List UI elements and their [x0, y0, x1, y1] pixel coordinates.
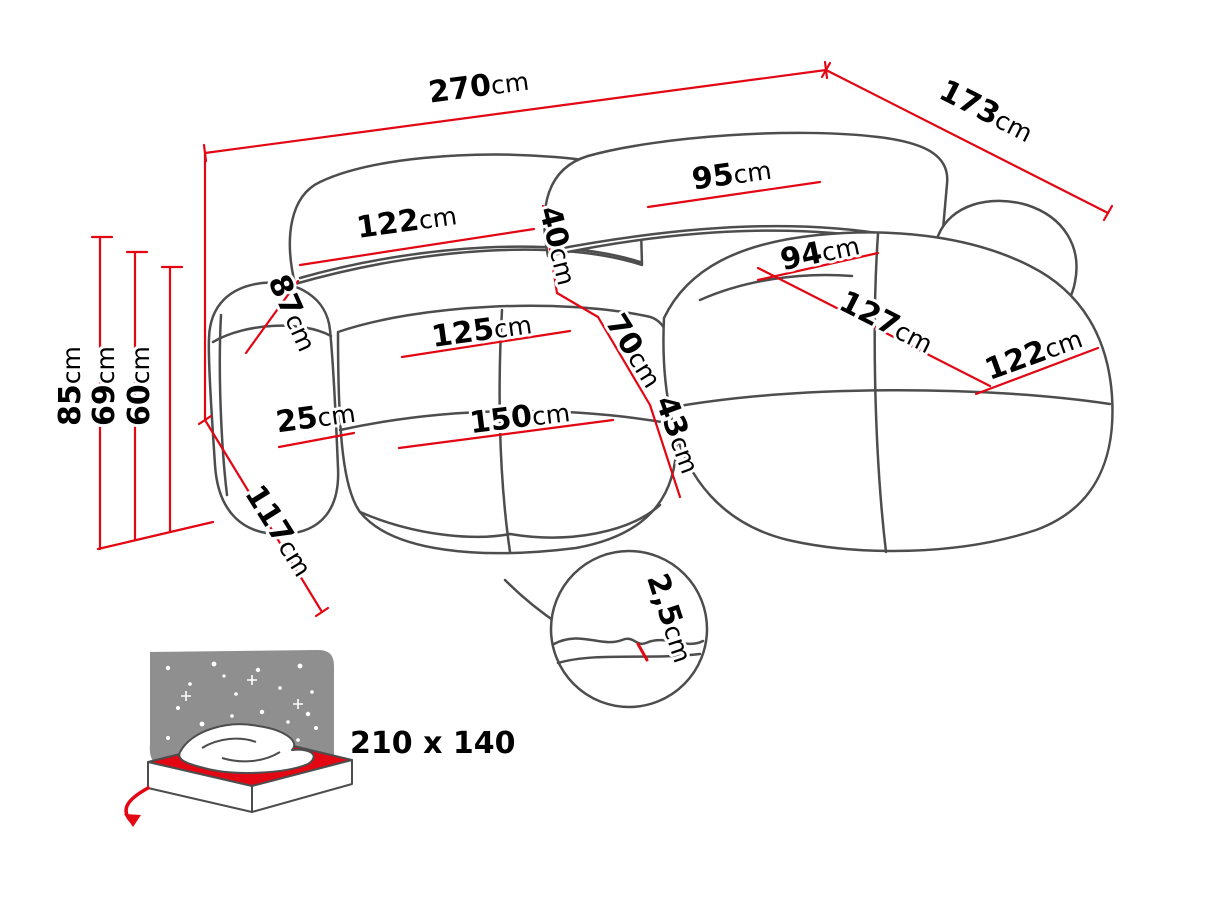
dim-line-side-depth [203, 418, 324, 614]
chaise-vertical-seam [873, 232, 888, 554]
dim-line-seat-depth [596, 315, 652, 407]
dim-label-backrest-height: 69cm [87, 346, 122, 426]
seat-front-bulge-right [508, 503, 662, 539]
dim-label-total-depth: 173cm [933, 73, 1039, 150]
dim-label-armrest-top-height: 60cm [122, 346, 157, 426]
star-sparkles [181, 675, 303, 709]
left-armrest-top-roll [211, 324, 333, 344]
left-armrest [207, 281, 340, 536]
blanket [178, 723, 315, 774]
sofa-drawing [207, 131, 1114, 709]
left-armrest-crease [218, 313, 229, 497]
blanket-fold-lines [201, 737, 281, 763]
seat-front-bulge-left [358, 510, 512, 539]
dim-line-seat-cushion-width [400, 329, 572, 359]
seat-middle-seam [498, 308, 512, 554]
dimension-lines [90, 60, 1114, 662]
dim-line-seat-front-width [397, 418, 615, 450]
floor-reference-line [96, 520, 215, 551]
bed-size-label: 210 x 140 [350, 726, 515, 761]
dim-line-armrest-width [277, 431, 356, 449]
unfold-arrow-icon [124, 786, 150, 827]
dim-line-corner-seat [756, 251, 880, 282]
dim-line-chaise-width [974, 346, 1100, 396]
dim-line-armrest-height [244, 279, 300, 355]
dim-line-chaise-length [756, 266, 992, 388]
dim-line-back-cushion-right [646, 180, 822, 209]
mattress-side-right [251, 759, 353, 813]
dim-line-total-depth [824, 68, 1110, 215]
dim-label-total-width: 270cm [427, 63, 531, 111]
dim-line-total-width [203, 68, 828, 155]
stars [165, 661, 318, 750]
chaise-section [662, 231, 1114, 553]
magnifier-circle [549, 549, 709, 709]
dim-line-back-cushion-thickness [541, 204, 559, 295]
magnifier-seam-line [552, 637, 705, 646]
magnifier-seam-line-2 [556, 652, 702, 665]
sleeping-function-icon: 210 x 140 [124, 650, 518, 827]
dim-line-seam-detail [636, 642, 649, 662]
dim-line-connector [555, 291, 600, 319]
dim-line-back-cushion-left [298, 227, 536, 267]
chaise-horizontal-seam [666, 389, 1112, 410]
dim-label-back-cushion-right: 95cm [690, 152, 774, 198]
tick [1102, 204, 1114, 222]
chaise-bulge [698, 273, 854, 302]
tick [820, 61, 832, 79]
tick [197, 414, 213, 426]
dim-label-total-height: 85cm [53, 346, 88, 426]
dim-line-seat-height [648, 403, 682, 499]
seat-section [336, 304, 678, 555]
back-pillow-left-crease [298, 245, 642, 280]
tick [314, 606, 330, 618]
back-pillow-right [543, 131, 949, 258]
seat-front-crease [338, 409, 676, 432]
fold-out-mattress [147, 723, 353, 813]
